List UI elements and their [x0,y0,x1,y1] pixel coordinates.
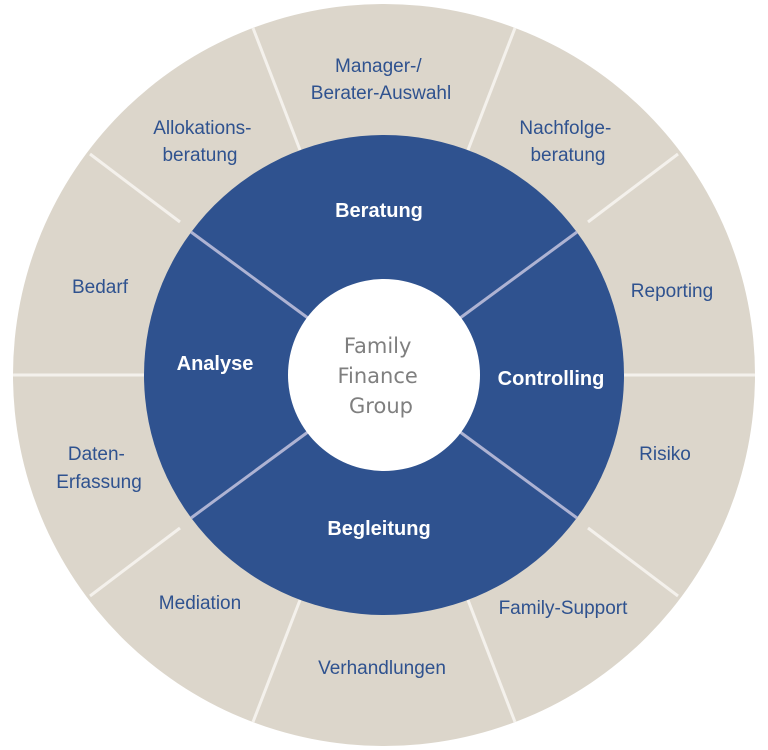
inner-divider [455,427,578,520]
center-circle [288,279,480,471]
outer-label-bedarf: Bedarf [72,277,129,298]
outer-label-line: Bedarf [72,277,129,298]
outer-label-line: Manager-/ [335,56,422,77]
outer-divider [89,152,181,224]
outer-label-line: Erfassung [56,472,142,493]
outer-label-line: Reporting [631,281,713,302]
outer-divider [587,526,679,598]
inner-divider [455,230,578,323]
outer-label-datenerfassung: Daten- Erfassung [56,444,142,493]
outer-label-line: Allokations- [153,118,251,139]
center-label: Family Finance Group [337,334,424,418]
outer-divider [466,599,517,723]
inner-divider [190,230,313,323]
inner-dividers [190,230,578,520]
outer-label-manager: Manager-/ Berater-Auswahl [311,56,451,104]
inner-divider [190,427,313,520]
outer-label-line: Verhandlungen [318,658,446,679]
outer-divider [89,526,181,598]
outer-divider [587,152,679,224]
inner-label-begleitung: Begleitung [327,518,430,540]
center-label-line: Finance [337,364,417,388]
outer-label-line: Nachfolge- [519,118,611,139]
outer-label-verhandlungen: Verhandlungen [318,658,446,679]
outer-label-line: Daten- [68,444,125,465]
outer-label-mediation: Mediation [159,593,241,614]
outer-divider [251,27,302,151]
outer-label-line: Mediation [159,593,241,614]
inner-label-analyse: Analyse [177,353,254,375]
outer-label-nachfolge: Nachfolge- beratung [519,118,616,166]
inner-label-controlling: Controlling [498,368,605,390]
outer-label-risiko: Risiko [639,444,691,465]
outer-divider [466,27,517,151]
outer-label-line: Risiko [639,444,691,465]
inner-label-beratung: Beratung [335,200,423,222]
outer-label-line: Berater-Auswahl [311,83,451,104]
outer-label-line: Family-Support [499,598,629,619]
outer-label-family-support: Family-Support [499,598,629,619]
outer-divider [251,599,302,723]
outer-label-line: beratung [530,145,605,166]
outer-label-line: beratung [162,145,237,166]
center-label-line: Family [344,334,412,358]
outer-label-reporting: Reporting [631,281,713,302]
center-label-line: Group [349,394,413,418]
outer-label-allokation: Allokations- beratung [153,118,257,166]
